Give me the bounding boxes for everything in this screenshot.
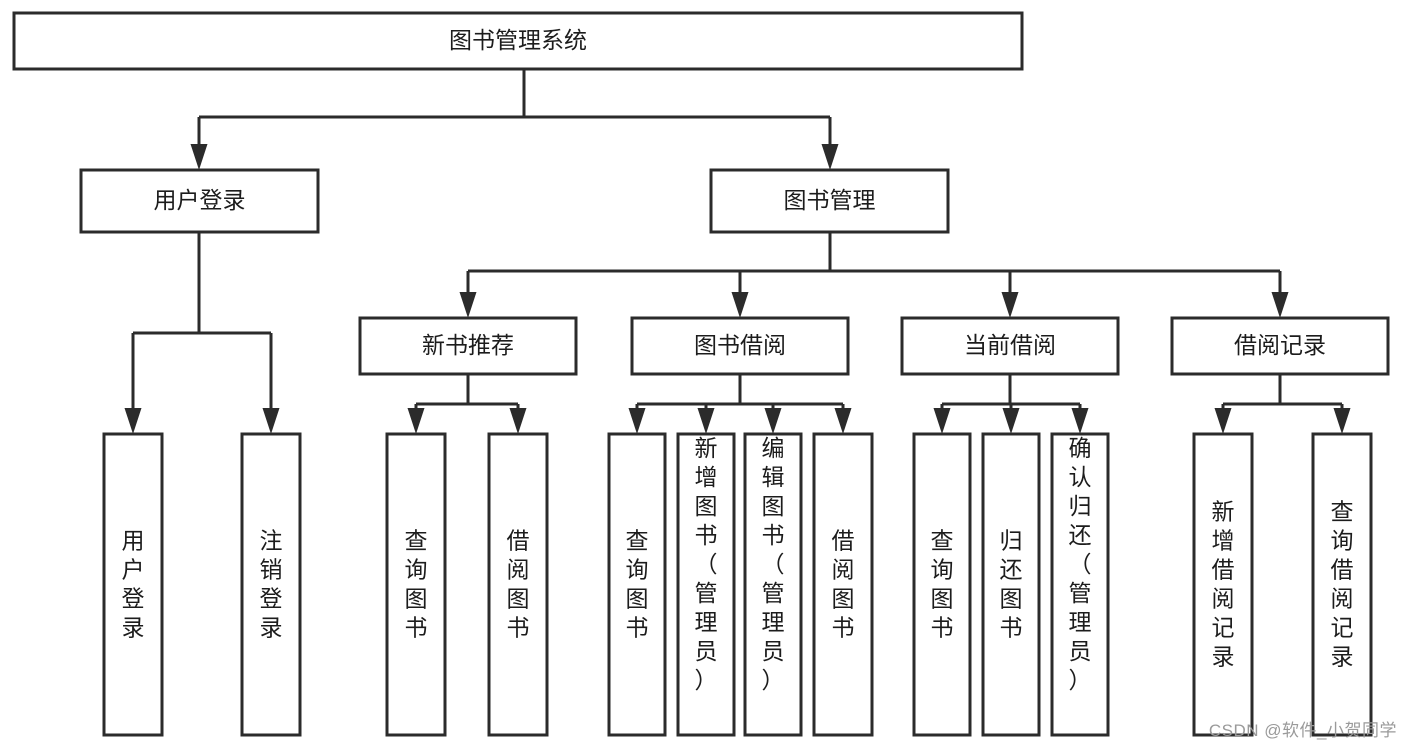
- node-box-leaf-query-book-current[interactable]: [912, 432, 972, 737]
- node-root[interactable]: 图书管理系统: [12, 11, 1024, 71]
- node-box-leaf-add-book[interactable]: [676, 432, 736, 737]
- node-label-leaf-query-borrow-record: 查询借阅记录: [1331, 499, 1354, 670]
- node-box-leaf-return-book[interactable]: [981, 432, 1041, 737]
- node-leaf-query-book-borrow[interactable]: 查询图书: [607, 432, 667, 737]
- node-label-leaf-logout: 注销登录: [260, 528, 283, 641]
- node-label-book-management: 图书管理: [784, 187, 876, 213]
- node-box-borrow-record[interactable]: [1170, 316, 1390, 376]
- node-leaf-edit-book[interactable]: 编辑图书（管理员）: [743, 432, 803, 737]
- node-label-leaf-user-login: 用户登录: [122, 528, 145, 641]
- connector-bookmgmt-to-level3: [459, 232, 1289, 318]
- connector-currentborrow-to-leaves: [933, 374, 1089, 434]
- node-leaf-confirm-return[interactable]: 确认归还（管理员）: [1050, 432, 1110, 737]
- node-label-book-borrow: 图书借阅: [694, 332, 786, 358]
- connector-borrowrecord-to-leaves: [1214, 374, 1351, 434]
- node-label-current-borrow: 当前借阅: [964, 332, 1056, 358]
- connector-layer: [124, 69, 1351, 434]
- node-leaf-borrow-book[interactable]: 借阅图书: [812, 432, 874, 737]
- node-box-leaf-query-book-borrow[interactable]: [607, 432, 667, 737]
- node-box-book-management[interactable]: [709, 168, 950, 234]
- node-box-leaf-query-book-recommend[interactable]: [385, 432, 447, 737]
- node-user-login[interactable]: 用户登录: [79, 168, 320, 234]
- node-box-leaf-confirm-return[interactable]: [1050, 432, 1110, 737]
- node-label-leaf-add-book: 新增图书（管理员）: [695, 435, 718, 693]
- node-book-borrow[interactable]: 图书借阅: [630, 316, 850, 376]
- node-leaf-user-login[interactable]: 用户登录: [102, 432, 164, 737]
- node-leaf-query-borrow-record[interactable]: 查询借阅记录: [1311, 432, 1373, 737]
- node-book-management[interactable]: 图书管理: [709, 168, 950, 234]
- node-box-leaf-borrow-book-recommend[interactable]: [487, 432, 549, 737]
- node-layer: 图书管理系统用户登录图书管理新书推荐图书借阅当前借阅借阅记录用户登录注销登录查询…: [12, 11, 1390, 737]
- node-box-leaf-logout[interactable]: [240, 432, 302, 737]
- node-label-leaf-query-book-recommend: 查询图书: [405, 528, 428, 641]
- node-label-new-book-recommend: 新书推荐: [422, 332, 514, 358]
- node-leaf-query-book-recommend[interactable]: 查询图书: [385, 432, 447, 737]
- node-label-leaf-return-book: 归还图书: [1000, 528, 1023, 641]
- node-box-leaf-user-login[interactable]: [102, 432, 164, 737]
- csdn-watermark: CSDN @软件_小贺同学: [1208, 721, 1397, 740]
- node-box-root[interactable]: [12, 11, 1024, 71]
- node-label-leaf-query-book-current: 查询图书: [931, 528, 954, 641]
- node-new-book-recommend[interactable]: 新书推荐: [358, 316, 578, 376]
- node-label-leaf-query-book-borrow: 查询图书: [626, 528, 649, 641]
- node-label-borrow-record: 借阅记录: [1234, 332, 1326, 358]
- node-box-leaf-add-borrow-record[interactable]: [1192, 432, 1254, 737]
- node-box-user-login[interactable]: [79, 168, 320, 234]
- node-label-leaf-confirm-return: 确认归还（管理员）: [1069, 435, 1092, 693]
- node-box-book-borrow[interactable]: [630, 316, 850, 376]
- node-label-leaf-add-borrow-record: 新增借阅记录: [1212, 499, 1235, 670]
- node-label-leaf-borrow-book-recommend: 借阅图书: [507, 528, 530, 641]
- connector-userlogin-to-leaves: [124, 232, 280, 434]
- node-leaf-add-book[interactable]: 新增图书（管理员）: [676, 432, 736, 737]
- node-leaf-return-book[interactable]: 归还图书: [981, 432, 1041, 737]
- node-label-leaf-edit-book: 编辑图书（管理员）: [762, 435, 785, 693]
- node-label-user-login: 用户登录: [154, 187, 246, 213]
- connector-root-to-level2: [190, 69, 839, 170]
- node-leaf-add-borrow-record[interactable]: 新增借阅记录: [1192, 432, 1254, 737]
- node-box-current-borrow[interactable]: [900, 316, 1120, 376]
- connector-bookborrow-to-leaves: [628, 374, 852, 434]
- node-box-leaf-edit-book[interactable]: [743, 432, 803, 737]
- node-current-borrow[interactable]: 当前借阅: [900, 316, 1120, 376]
- node-box-leaf-query-borrow-record[interactable]: [1311, 432, 1373, 737]
- node-leaf-query-book-current[interactable]: 查询图书: [912, 432, 972, 737]
- node-leaf-logout[interactable]: 注销登录: [240, 432, 302, 737]
- node-box-leaf-borrow-book[interactable]: [812, 432, 874, 737]
- node-leaf-borrow-book-recommend[interactable]: 借阅图书: [487, 432, 549, 737]
- node-label-root: 图书管理系统: [449, 27, 587, 53]
- connector-recommend-to-leaves: [407, 374, 527, 434]
- node-box-new-book-recommend[interactable]: [358, 316, 578, 376]
- node-label-leaf-borrow-book: 借阅图书: [832, 528, 855, 641]
- node-borrow-record[interactable]: 借阅记录: [1170, 316, 1390, 376]
